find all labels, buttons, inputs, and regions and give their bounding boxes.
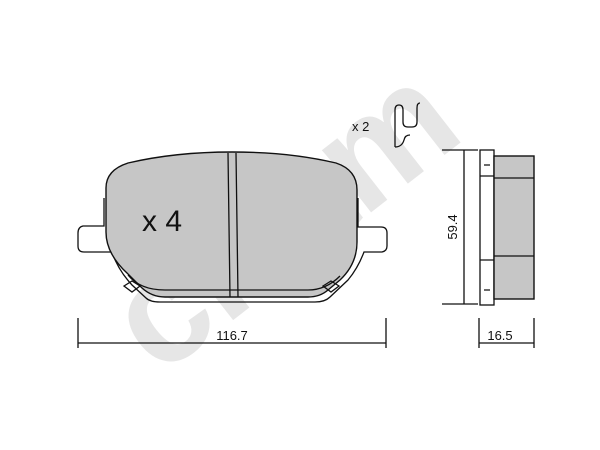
pad-chamfer-lines xyxy=(127,274,341,291)
side-backing-plate xyxy=(479,149,495,306)
width-dimension: 116.7 xyxy=(77,318,387,348)
side-friction-block xyxy=(493,155,535,300)
clip-quantity-label: x 2 xyxy=(352,119,369,134)
thickness-dimension-value: 16.5 xyxy=(487,328,512,343)
brake-pad-side-view: 59.4 xyxy=(442,149,535,306)
thickness-dimension: 16.5 xyxy=(478,318,535,348)
friction-material xyxy=(105,151,358,298)
pad-quantity-label: x 4 xyxy=(142,205,182,238)
right-notch-icon xyxy=(321,280,341,293)
center-groove xyxy=(227,152,239,298)
clip-icon xyxy=(394,102,421,148)
side-detail-lines xyxy=(480,164,534,291)
width-dimension-value: 116.7 xyxy=(216,328,248,343)
backing-plate-outline xyxy=(77,198,388,303)
height-dimension-value: 59.4 xyxy=(445,214,460,239)
left-notch-icon xyxy=(122,280,142,293)
brake-pad-front-view xyxy=(77,151,388,303)
